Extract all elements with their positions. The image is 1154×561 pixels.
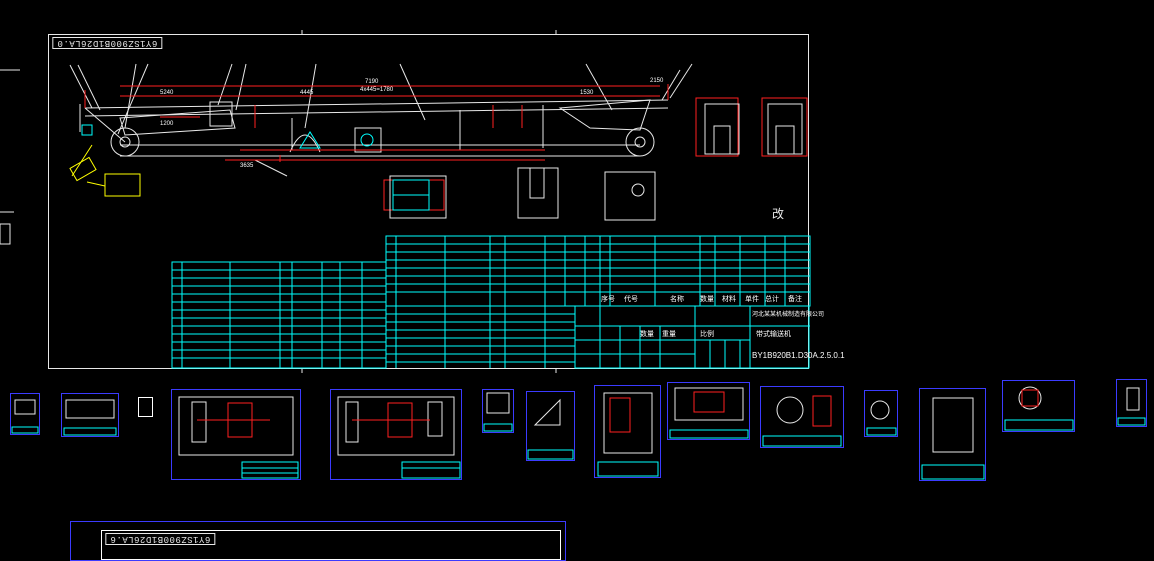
bottom-drawing-inner-frame: 6Y1SZ900B1D26LA.6 bbox=[101, 530, 561, 560]
title-block bbox=[574, 305, 810, 369]
dim-seg1: 5240 bbox=[160, 90, 174, 96]
dim-seg3: 1530 bbox=[580, 90, 594, 96]
thumbnail-sheet-8[interactable] bbox=[594, 385, 661, 478]
bom-header-cell: 数量 bbox=[700, 296, 714, 303]
thumbnail-sheet-7[interactable] bbox=[526, 391, 575, 461]
thumbnail-sheet-12[interactable] bbox=[919, 388, 986, 481]
thumbnail-sheet-1[interactable] bbox=[10, 393, 40, 435]
dim-seg2: 4445 bbox=[300, 90, 314, 96]
bom-header-cell: 名称 bbox=[670, 296, 684, 303]
thumbnail-sheet-13[interactable] bbox=[1002, 380, 1075, 432]
thumbnail-sheet-14[interactable] bbox=[1116, 379, 1147, 427]
title-block-drawing-code: BY1B920B1.D30A.2.5.0.1 bbox=[752, 351, 845, 360]
bom-header-cell: 序号 bbox=[601, 296, 615, 303]
title-block-weight-label: 重量 bbox=[662, 331, 676, 338]
dim-overall: 7190 bbox=[365, 79, 379, 85]
bom-header-cell: 单件 bbox=[745, 296, 759, 303]
thumbnail-sheet-2[interactable] bbox=[61, 393, 119, 437]
dim-left: 1200 bbox=[160, 121, 174, 127]
bom-header-cell: 总计 bbox=[765, 296, 779, 303]
dim-right: 2150 bbox=[650, 78, 664, 84]
thumbnail-sheet-9[interactable] bbox=[667, 382, 750, 440]
bottom-drawing-sheet[interactable]: 6Y1SZ900B1D26LA.6 bbox=[70, 521, 566, 561]
bom-header-cell: 备注 bbox=[788, 296, 802, 303]
bom-right-header: 序号 代号 名称 数量 材料 单件 总计 备注 bbox=[600, 293, 802, 305]
revision-mark: 改 bbox=[772, 207, 785, 221]
bom-table-right bbox=[385, 235, 811, 307]
title-block-assembly-name: 带式输送机 bbox=[756, 331, 791, 338]
bom-header-cell: 代号 bbox=[624, 296, 638, 303]
bom-table-left bbox=[171, 261, 575, 369]
thumbnail-sheet-11[interactable] bbox=[864, 390, 898, 437]
dim-top: 4x445=1780 bbox=[360, 87, 394, 93]
bottom-drawing-number: 6Y1SZ900B1D26LA.6 bbox=[105, 533, 216, 545]
dim-bottom: 3635 bbox=[240, 163, 254, 169]
thumbnail-sheet-4[interactable] bbox=[171, 389, 301, 480]
title-block-qty-label: 数量 bbox=[640, 331, 654, 338]
bom-header-cell: 材料 bbox=[722, 296, 736, 303]
title-block-company: 河北某某机械制造有限公司 bbox=[752, 312, 825, 318]
thumbnail-sheet-3[interactable] bbox=[138, 397, 153, 417]
thumbnail-sheet-5[interactable] bbox=[330, 389, 462, 480]
thumbnail-sheet-6[interactable] bbox=[482, 389, 514, 433]
title-block-scale-label: 比例 bbox=[700, 331, 714, 338]
main-drawing-sheet[interactable]: 6Y1SZ900B1D26LA.0 bbox=[48, 34, 809, 369]
thumbnail-sheet-10[interactable] bbox=[760, 386, 844, 448]
conveyor-frame bbox=[69, 63, 693, 177]
